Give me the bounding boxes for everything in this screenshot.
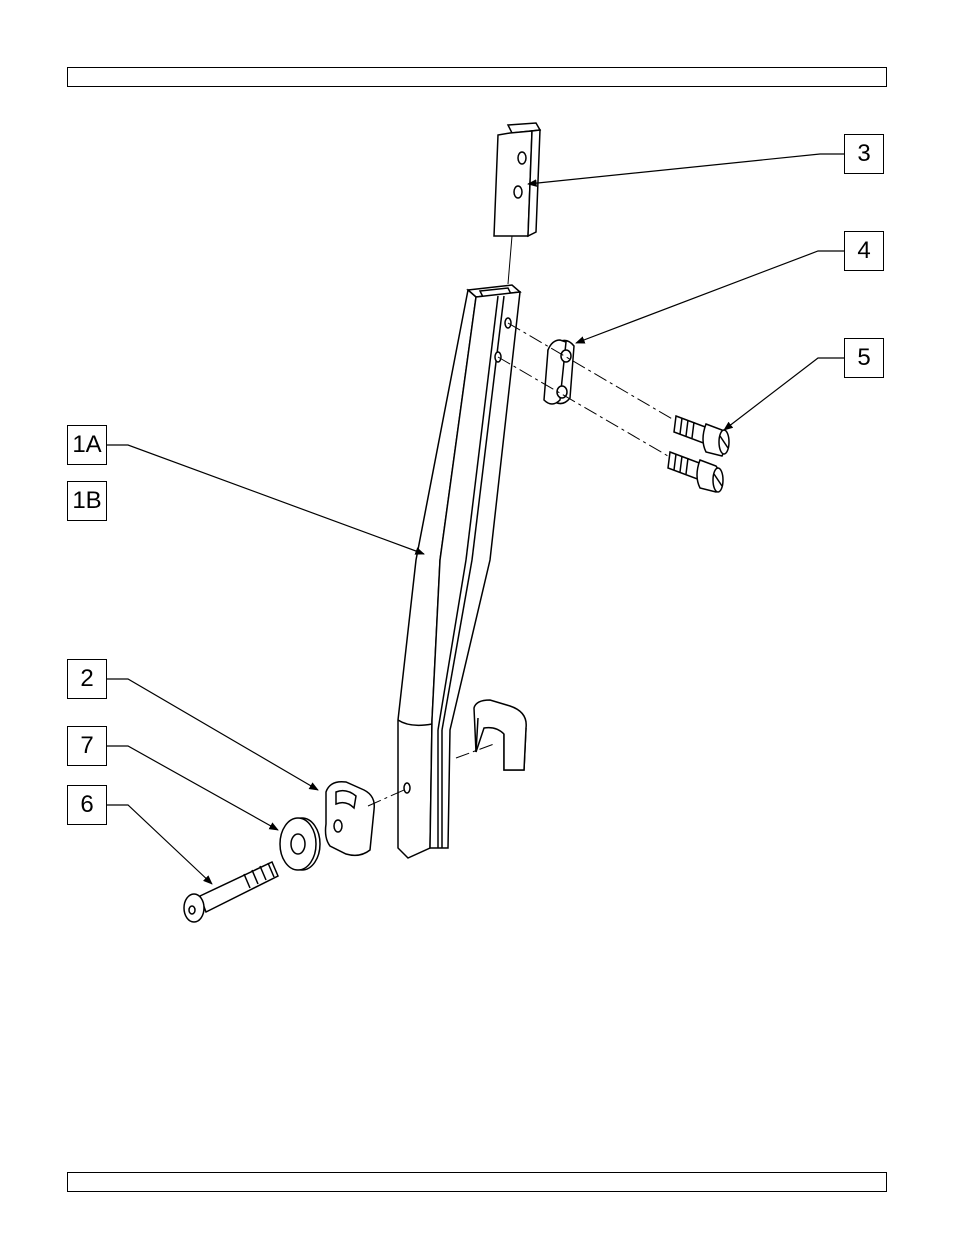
callout-1a: 1A bbox=[67, 425, 107, 465]
leader-4 bbox=[576, 251, 844, 343]
leader-5 bbox=[724, 358, 844, 430]
leader-1a bbox=[107, 445, 424, 554]
part-4-plate bbox=[544, 340, 574, 404]
part-7-washer bbox=[280, 818, 320, 870]
part-2-clip bbox=[326, 782, 375, 856]
part-3-plug bbox=[494, 123, 540, 236]
callout-5: 5 bbox=[844, 338, 884, 378]
right-clip bbox=[474, 700, 526, 770]
leader-2 bbox=[107, 679, 318, 790]
callout-1b: 1B bbox=[67, 481, 107, 521]
part-1-tube bbox=[398, 285, 520, 858]
callout-7: 7 bbox=[67, 726, 107, 766]
callout-4: 4 bbox=[844, 231, 884, 271]
centerlines-screws bbox=[498, 323, 674, 456]
leader-3 bbox=[528, 154, 844, 184]
leader-7 bbox=[107, 746, 278, 830]
callout-3: 3 bbox=[844, 134, 884, 174]
part-5-screws bbox=[668, 416, 729, 492]
leader-6 bbox=[107, 805, 212, 884]
callout-2: 2 bbox=[67, 659, 107, 699]
callout-6: 6 bbox=[67, 785, 107, 825]
